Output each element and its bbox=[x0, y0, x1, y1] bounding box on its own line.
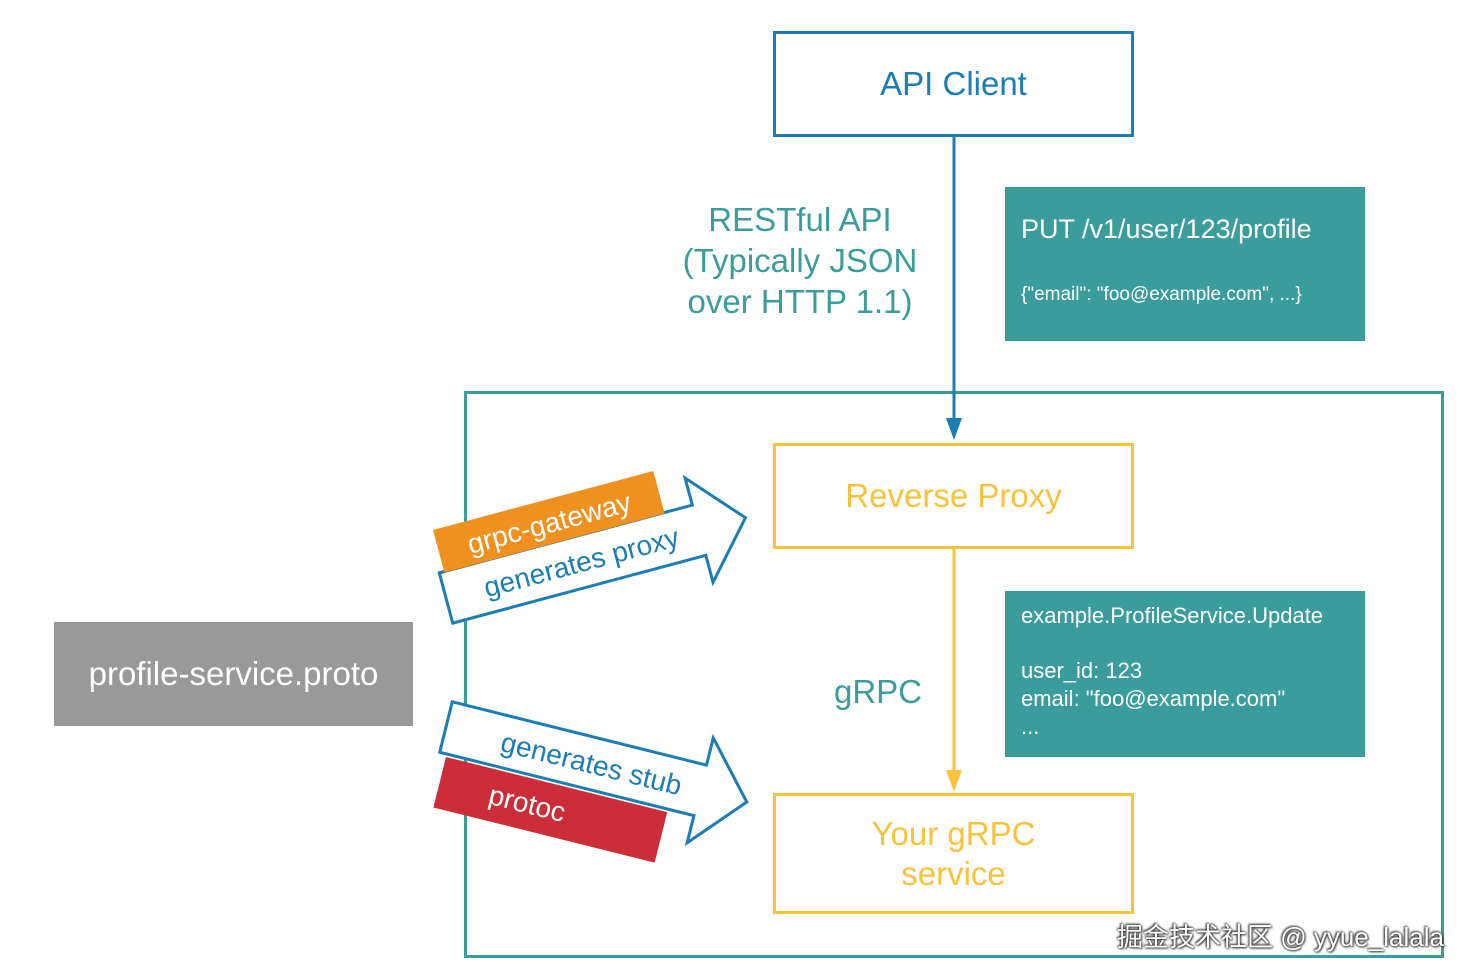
put-request-line: PUT /v1/user/123/profile bbox=[1021, 214, 1312, 244]
rest-label-line: (Typically JSON bbox=[682, 242, 918, 279]
grpc-service-label: Your gRPC bbox=[871, 814, 1036, 852]
rest-api-label: RESTful API (Typically JSON over HTTP 1.… bbox=[640, 199, 960, 322]
proxy-arrow-shape bbox=[437, 474, 748, 625]
rest-label-line: RESTful API bbox=[708, 201, 892, 238]
grpc-arrowhead bbox=[946, 770, 962, 792]
proto-file-box: profile-service.proto bbox=[54, 622, 413, 726]
grpc-request-note: example.ProfileService.Update user_id: 1… bbox=[1005, 591, 1365, 757]
protoc-tag-bg bbox=[433, 757, 668, 863]
grpc-field-line: user_id: 123 bbox=[1021, 658, 1143, 683]
grpc-gateway-tag-bg bbox=[433, 470, 665, 573]
api-client-box: API Client bbox=[773, 31, 1134, 137]
put-request-body: {"email": "foo@example.com", ...} bbox=[1021, 284, 1302, 305]
rest-arrowhead bbox=[946, 418, 962, 440]
put-request-note: PUT /v1/user/123/profile {"email": "foo@… bbox=[1005, 187, 1365, 341]
grpc-field-line: email: "foo@example.com" bbox=[1021, 686, 1286, 711]
grpc-method-line: example.ProfileService.Update bbox=[1021, 603, 1324, 628]
rest-label-line: over HTTP 1.1) bbox=[687, 283, 913, 320]
grpc-service-box: Your gRPC service bbox=[773, 793, 1134, 914]
reverse-proxy-label: Reverse Proxy bbox=[845, 477, 1062, 514]
proto-file-label: profile-service.proto bbox=[88, 655, 379, 692]
watermark: 掘金技术社区 @ yyue_lalala bbox=[1117, 922, 1444, 952]
grpc-label: gRPC bbox=[834, 673, 923, 710]
grpc-field-line: ... bbox=[1021, 714, 1040, 739]
grpc-service-label: service bbox=[901, 854, 1006, 892]
reverse-proxy-box: Reverse Proxy bbox=[773, 443, 1134, 549]
api-client-label: API Client bbox=[880, 65, 1027, 102]
stub-arrow-shape bbox=[437, 699, 749, 847]
protoc-tag: protoc bbox=[433, 757, 668, 863]
